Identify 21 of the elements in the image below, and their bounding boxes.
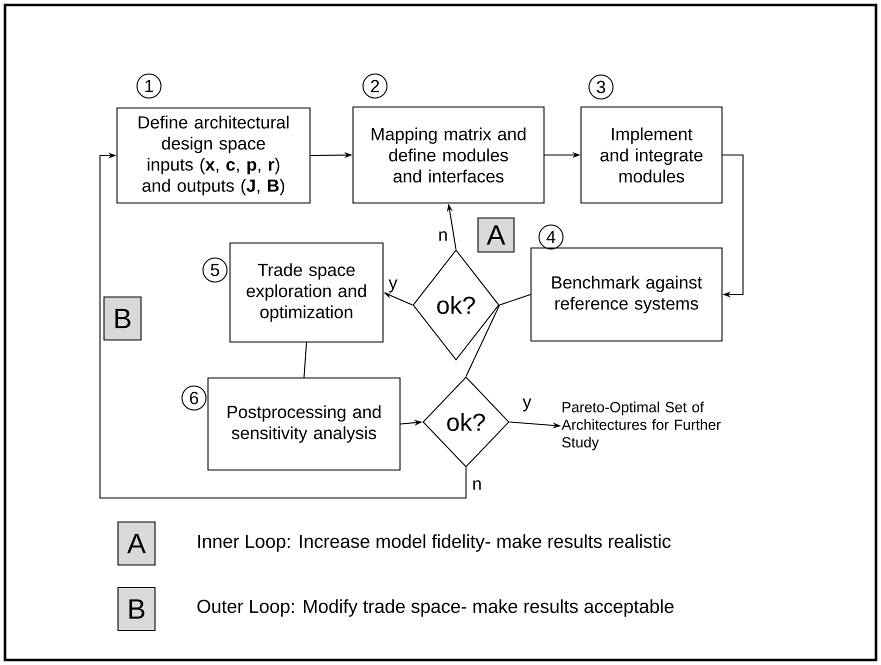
step-number: 4 [538,224,564,250]
edge-label: y [387,278,399,294]
arrow [99,152,467,499]
step-number: 5 [202,257,228,283]
legend-text: Inner Loop: Increase model fidelity- make results realistic [198,534,671,552]
process-box: Define architectural design space inputs (x, c, p, r) and outputs (J, B) [116,107,311,204]
process-box: Implement and integrate modules [580,106,723,204]
legend-text: Outer Loop: Modify trade space- make results acceptable [197,599,674,617]
process-box: Trade space exploration and optimization [229,242,384,343]
arrow [722,154,744,298]
edge-label: n [470,479,484,491]
edge-label: n [436,230,450,242]
process-box: Benchmark against reference systems [530,247,723,342]
step-number: 1 [136,73,162,99]
edge-label: y [521,397,533,413]
step-number: 2 [362,73,388,99]
process-box: Mapping matrix and define modules and interfaces [352,106,545,204]
result-text: Pareto-Optimal Set of Architectures for Further Study [562,402,721,450]
step-number: 3 [588,74,614,100]
step-number: 6 [181,385,207,411]
process-box: Postprocessing and sensitivity analysis [207,377,401,471]
